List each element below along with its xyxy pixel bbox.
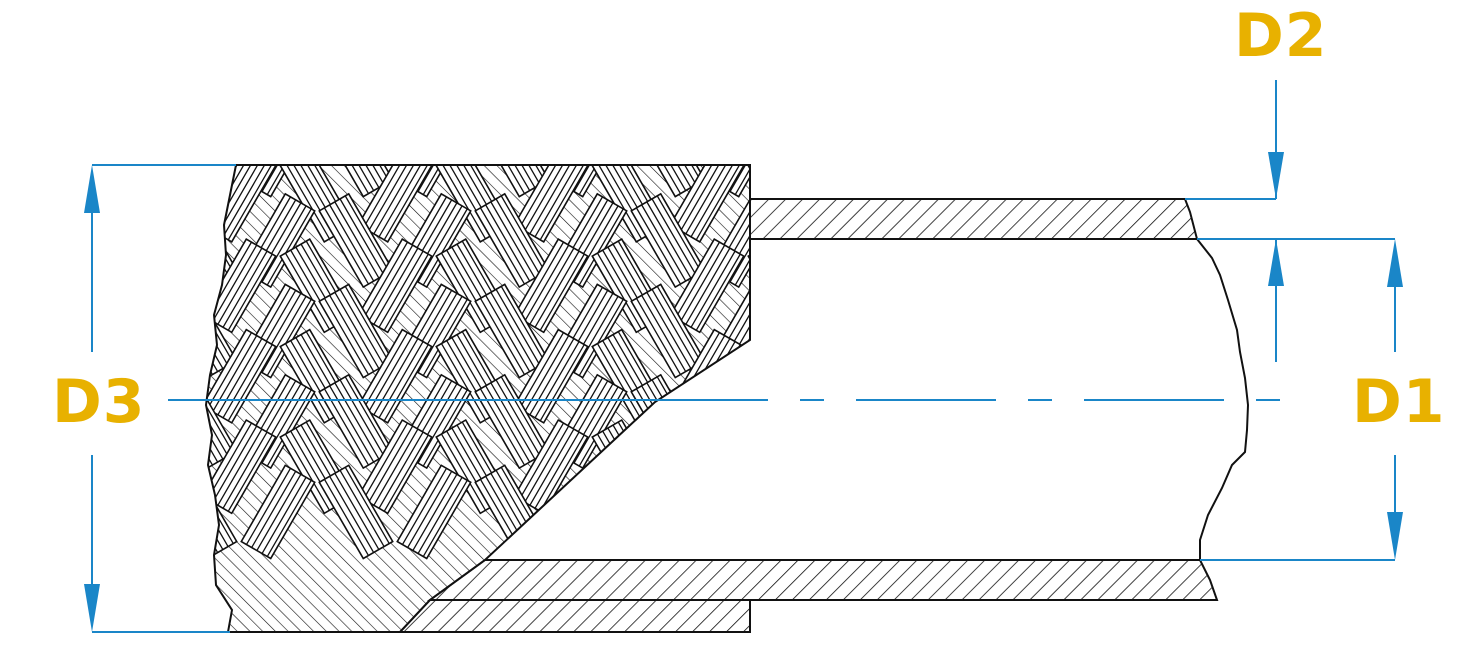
braid-strand [85, 465, 158, 558]
braid-strand [787, 284, 860, 377]
braid-strand [591, 418, 667, 515]
braid-strand [826, 420, 899, 513]
braid-strand [826, 239, 899, 332]
braid-strand [474, 283, 550, 379]
braid-strand [358, 58, 431, 151]
cover-bottom-strip [397, 599, 751, 633]
braid-strand [436, 58, 509, 151]
d1-arrow-top [1387, 239, 1403, 287]
d2-arrow-down [1268, 152, 1284, 199]
braid-outline [204, 164, 751, 633]
braid-strand [318, 165, 394, 198]
braid-strand [630, 464, 706, 560]
braid-strand [124, 149, 197, 242]
braid-strand [357, 418, 433, 515]
braid-strand [747, 238, 750, 334]
braid-strand [630, 373, 706, 470]
braid-strand [592, 58, 665, 151]
tube-bottom-wall [426, 559, 1219, 601]
braid-strand [514, 58, 587, 151]
braid-strand [630, 165, 706, 198]
label-d3: D3 [52, 367, 146, 437]
braid-strand [318, 464, 394, 560]
braid-strand [474, 165, 550, 198]
braid-strand [787, 103, 860, 196]
d1-arrow-bottom [1387, 512, 1403, 560]
braid-strand [280, 58, 353, 151]
dimension-d3 [84, 164, 236, 633]
braid-strand [396, 464, 472, 560]
braid-strand [708, 373, 750, 470]
braid-strand [318, 192, 394, 289]
dimension-d1 [1197, 238, 1403, 561]
braid-strand [747, 418, 750, 515]
braid-strand [206, 238, 277, 334]
braid-layer [85, 58, 899, 632]
braid-strand [124, 58, 197, 151]
braid-strand [826, 330, 899, 423]
braid-strand [240, 464, 316, 560]
braid-strand [669, 238, 745, 334]
braid-strand [787, 465, 860, 558]
braid-strand [669, 165, 745, 243]
braid-strand [318, 283, 394, 379]
braid-strand [357, 238, 433, 334]
d3-arrow-top [84, 165, 100, 213]
tube-break-line [1196, 238, 1250, 560]
braid-strand [513, 418, 589, 515]
braid-strand [202, 58, 275, 151]
tube-top-wall [749, 198, 1199, 240]
dimension-d2 [1185, 80, 1284, 362]
braid-strands [85, 58, 899, 560]
braid-strand [826, 58, 899, 151]
braid-strand [474, 192, 550, 289]
braid-strand [124, 239, 197, 332]
braid-strand [513, 238, 589, 334]
braid-strand [670, 58, 743, 151]
braid-strand [630, 192, 706, 289]
braid-strand [318, 373, 394, 470]
braid-strand [85, 103, 158, 196]
braid-strand [206, 165, 238, 198]
braid-strand [85, 284, 158, 377]
label-d1: D1 [1352, 367, 1446, 437]
braid-strand [747, 328, 750, 424]
braid-strand [669, 418, 745, 515]
label-d2: D2 [1234, 1, 1328, 71]
braid-strand [787, 375, 860, 468]
braid-strand [708, 464, 750, 560]
braid-strand [630, 283, 706, 379]
braid-strand [357, 165, 433, 243]
braid-strand [513, 165, 589, 243]
braid-strand [474, 373, 550, 470]
braid-strand [748, 58, 821, 151]
d2-arrow-up [1268, 239, 1284, 286]
d3-arrow-bottom [84, 584, 100, 632]
